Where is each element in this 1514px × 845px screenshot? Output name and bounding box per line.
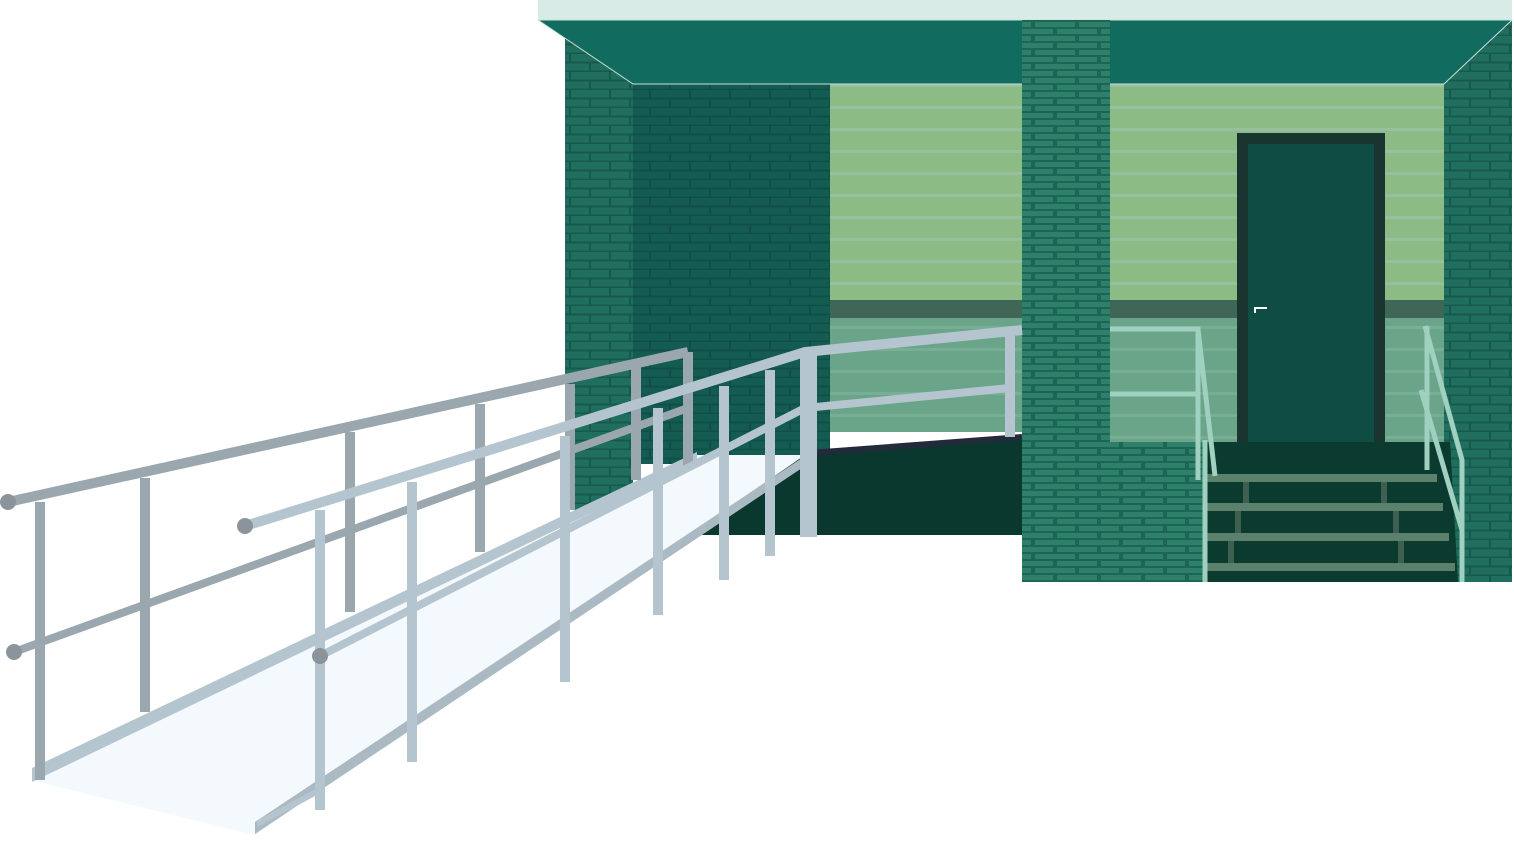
left-window-upper	[830, 84, 1022, 300]
ramp	[30, 452, 805, 835]
brick-pillar	[1022, 20, 1110, 582]
left-side-wall	[565, 20, 633, 510]
landing-edge	[809, 434, 1023, 456]
rail-end-cap	[0, 494, 16, 510]
left-railing	[6, 347, 693, 780]
back-wall-brick	[633, 84, 830, 464]
roof-top-edge	[538, 0, 1512, 20]
ramp-curb-right	[255, 456, 805, 834]
rail-end-cap	[312, 648, 328, 664]
ramp-surface	[30, 455, 805, 835]
step-handrails	[1110, 325, 1465, 582]
entrance-base-brick	[1110, 442, 1210, 582]
door-panel[interactable]	[1248, 144, 1374, 442]
rail-end-cap	[6, 644, 22, 660]
rail-end-cap	[237, 518, 253, 534]
left-wall-band	[830, 300, 1022, 318]
ramp-curb-left	[32, 452, 697, 782]
entrance-steps	[1205, 442, 1458, 582]
door-handle-icon[interactable]	[1254, 307, 1267, 313]
door[interactable]	[1237, 133, 1385, 442]
right-side-wall	[1444, 20, 1512, 582]
